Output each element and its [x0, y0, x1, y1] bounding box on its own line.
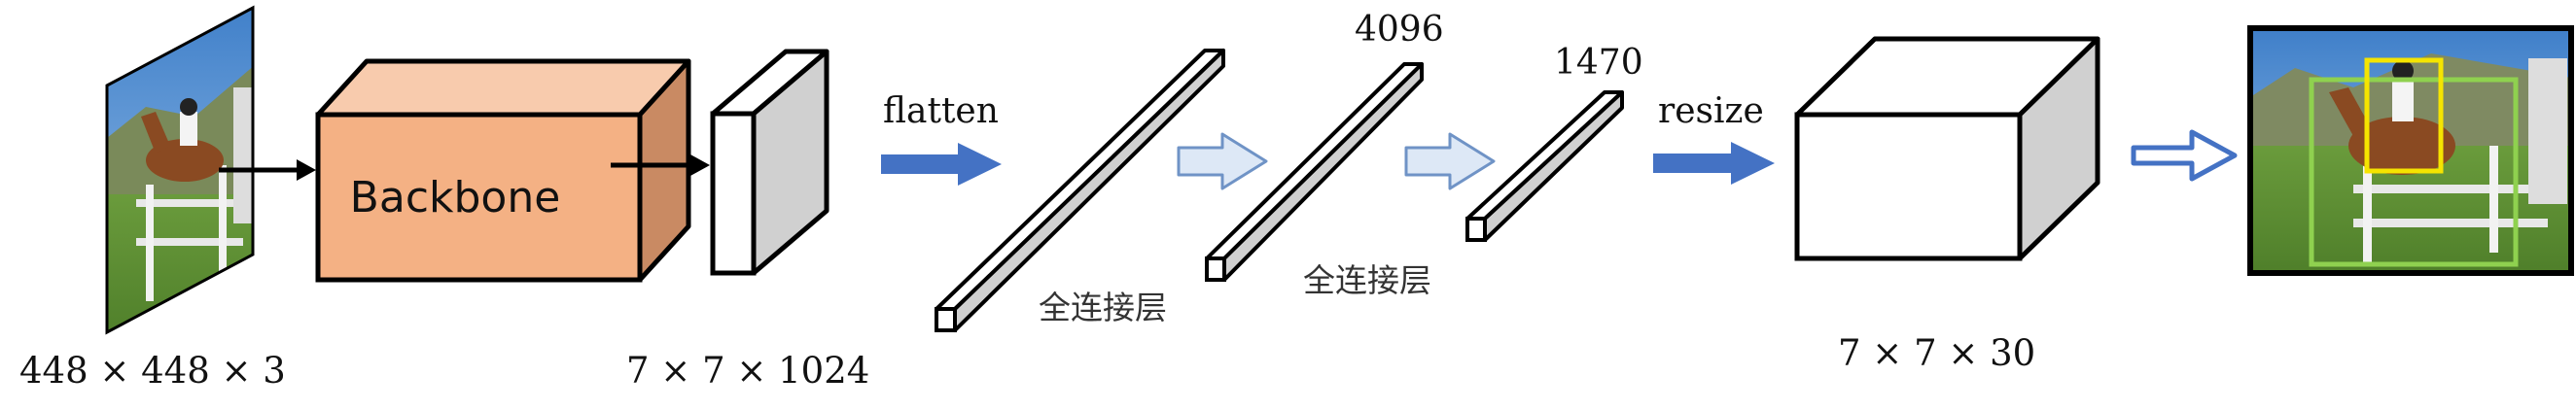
- input-dims-label: 448 × 448 × 3: [19, 350, 286, 392]
- light-arrow-1: [1177, 132, 1268, 190]
- detection-box-green: [2309, 77, 2519, 267]
- fc-layer-label-1: 全连接层: [1039, 289, 1167, 326]
- light-arrow-2: [1404, 132, 1496, 190]
- fc-bar-3: [1465, 90, 1624, 242]
- fc-bar-2: [1205, 62, 1424, 282]
- feature-dims-label: 7 × 7 × 1024: [626, 350, 870, 392]
- resize-label: resize: [1658, 91, 1764, 131]
- output-dims-label: 7 × 7 × 30: [1838, 332, 2036, 374]
- fc-bar-1: [935, 49, 1225, 332]
- output-tensor-block: [1794, 36, 2100, 261]
- backbone-block: [315, 58, 691, 283]
- fc-layer-label-2: 全连接层: [1303, 261, 1431, 299]
- detection-box-yellow: [2364, 57, 2444, 174]
- fc-size-1470-label: 1470: [1554, 43, 1643, 83]
- resize-arrow: [1653, 142, 1775, 185]
- flatten-arrow: [881, 143, 1002, 186]
- arrow-input-to-backbone: [219, 159, 316, 181]
- hollow-output-arrow: [2131, 129, 2238, 182]
- input-image: [105, 5, 255, 335]
- output-detection-image: [2247, 25, 2574, 276]
- feature-map-block: [710, 49, 829, 276]
- fc-size-4096-label: 4096: [1355, 10, 1444, 50]
- arrow-backbone-to-feature: [611, 154, 710, 176]
- backbone-label: Backbone: [350, 173, 561, 222]
- flatten-label: flatten: [883, 91, 999, 131]
